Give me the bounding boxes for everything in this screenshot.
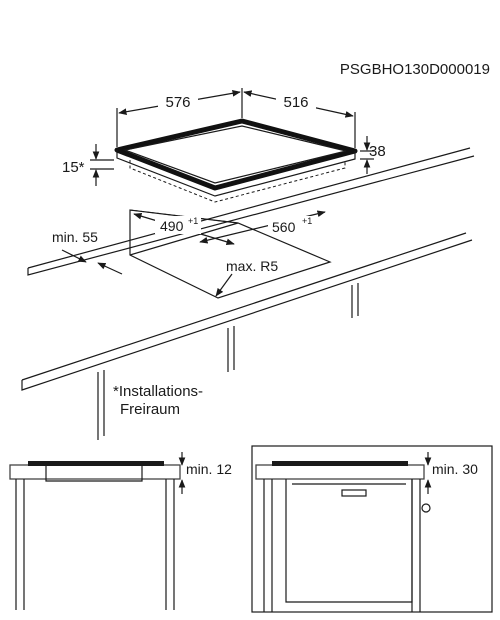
dim-490-label: 490 (160, 218, 184, 234)
min-12-label: min. 12 (186, 461, 232, 477)
dimension-gap: 15* (62, 144, 114, 186)
max-r5-label: max. R5 (226, 258, 278, 274)
dimension-depth: 516 (243, 90, 356, 148)
footnote-line2: Freiraum (120, 401, 180, 418)
dimension-width: 576 (116, 88, 243, 147)
side-view-right: min. 30 (251, 445, 493, 613)
dimension-cutout-width: 560 +1 (199, 210, 326, 244)
dim-576-label: 576 (165, 94, 190, 111)
dim-15-label: 15* (62, 159, 85, 176)
min-30-label: min. 30 (432, 461, 478, 477)
dimension-cutout-depth: 490 +1 (133, 212, 235, 246)
dimension-radius: max. R5 (215, 258, 278, 297)
worktop (21, 147, 475, 440)
hob-plate-edge (116, 150, 356, 197)
document-code: PSGBHO130D000019 (340, 61, 490, 78)
hob-illustration (114, 118, 358, 203)
dim-516-label: 516 (283, 94, 308, 111)
dim-38-label: 38 (369, 143, 386, 160)
side-view-left: min. 12 (9, 452, 232, 610)
min-55-label: min. 55 (52, 229, 98, 245)
dimension-height: 38 (360, 136, 386, 174)
dim-560-label: 560 (272, 219, 296, 235)
dimension-min55: min. 55 (52, 229, 123, 275)
footnote-line1: *Installations- (113, 383, 203, 400)
dim-560-sup: +1 (302, 216, 312, 226)
hob-glass-right (272, 461, 408, 466)
hob-inner-edge (122, 125, 347, 184)
hob-body-dashed (129, 160, 346, 203)
dim-490-sup: +1 (188, 216, 198, 226)
hob-glass-left (28, 461, 164, 466)
